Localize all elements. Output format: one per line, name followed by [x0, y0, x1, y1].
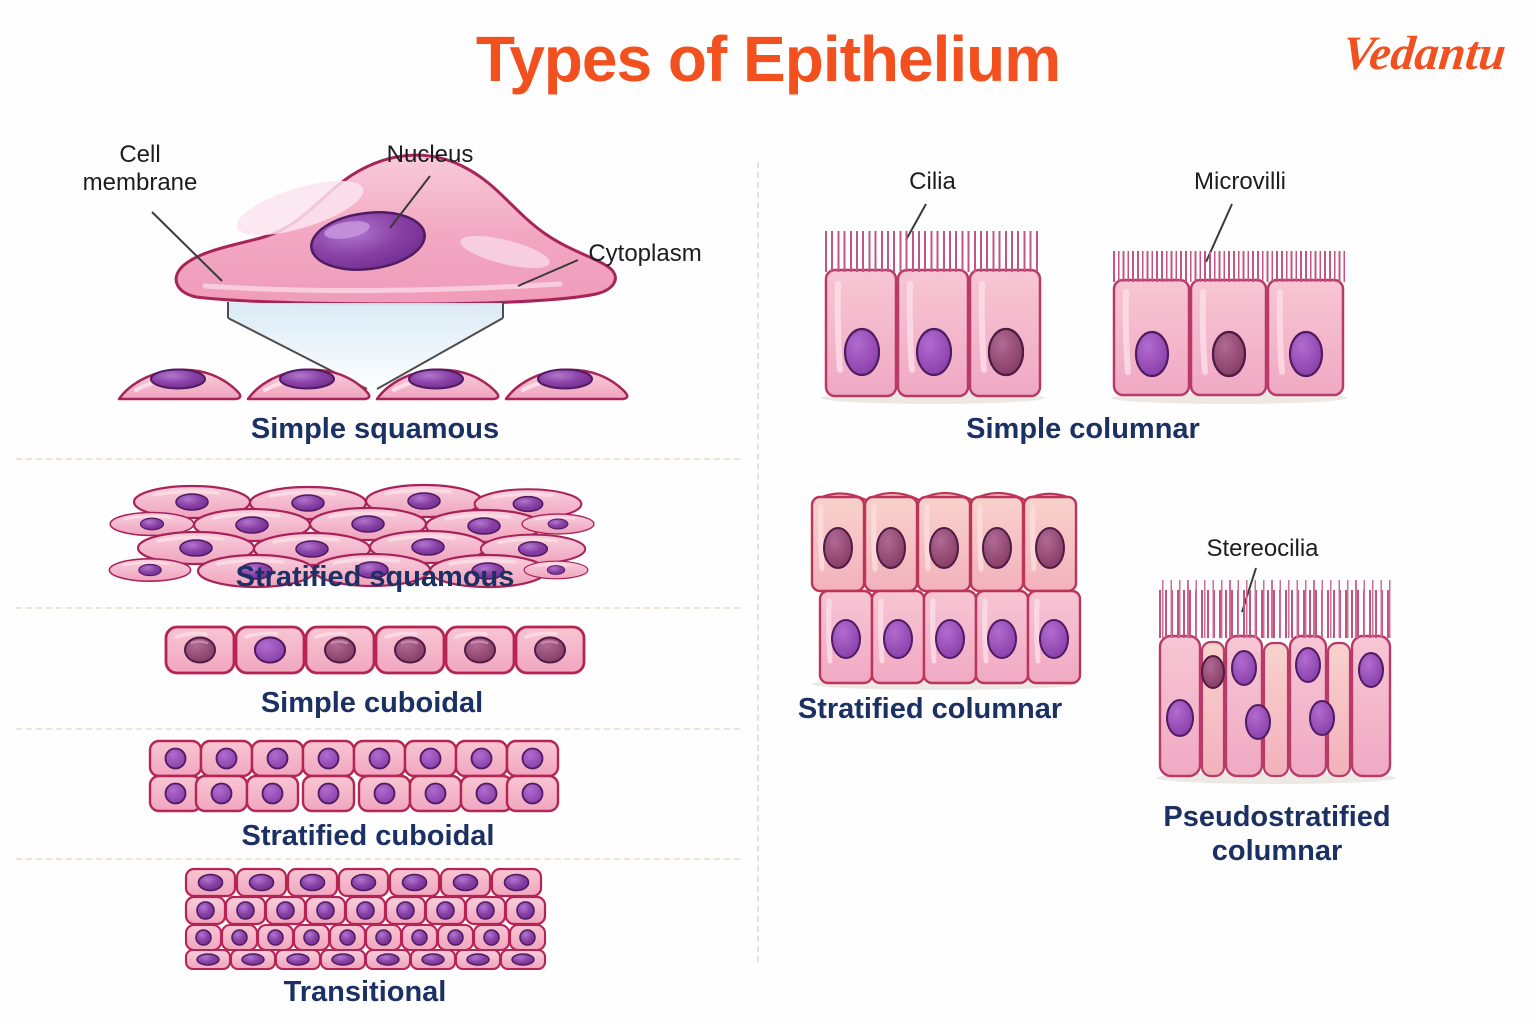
cell-membrane-label: Cell membrane — [82, 141, 198, 197]
stereocilia-label: Stereocilia — [1206, 535, 1319, 562]
cell-membrane-pointer-line — [151, 211, 223, 282]
cilia-label: Cilia — [909, 168, 956, 195]
simple-columnar-microvilli-figure — [1111, 203, 1347, 404]
divider-stratified-squamous — [16, 607, 740, 609]
divider-stratified-cuboidal — [16, 858, 740, 860]
caption-stratified-squamous: Stratified squamous — [235, 561, 515, 593]
simple-columnar-cilia-figure — [821, 203, 1045, 404]
divider-simple-squamous — [16, 458, 740, 460]
caption-transitional: Transitional — [283, 976, 447, 1008]
caption-simple-cuboidal: Simple cuboidal — [260, 687, 484, 719]
transitional-figure — [184, 867, 547, 971]
microvilli-fringe — [1113, 251, 1345, 282]
stratified-columnar-figure — [812, 491, 1080, 690]
vedantu-logo: Vedantu — [1340, 27, 1509, 80]
caption-pseudostratified-columnar: Pseudostratified columnar — [1163, 801, 1391, 868]
divider-vertical-center — [757, 162, 759, 962]
stereocilia-fringe-long — [1162, 580, 1392, 638]
microvilli-label: Microvilli — [1194, 168, 1286, 195]
pseudostratified-columnar-figure — [1156, 567, 1396, 784]
cilia-fringe — [825, 231, 1041, 272]
nucleus-label: Nucleus — [386, 141, 474, 168]
caption-simple-squamous: Simple squamous — [250, 413, 500, 445]
page-title: Types of Epithelium — [475, 23, 1061, 95]
nucleus-pointer-line — [389, 175, 431, 229]
caption-stratified-cuboidal: Stratified cuboidal — [241, 820, 495, 852]
squamous-cell-diagram — [151, 153, 617, 306]
caption-stratified-columnar: Stratified columnar — [797, 693, 1063, 725]
stratified-cuboidal-figure — [148, 739, 560, 813]
simple-cuboidal-figure — [164, 625, 586, 675]
caption-simple-columnar: Simple columnar — [966, 413, 1200, 445]
divider-simple-cuboidal — [16, 728, 740, 730]
cytoplasm-label: Cytoplasm — [588, 240, 702, 267]
cytoplasm-pointer-line — [517, 259, 579, 287]
